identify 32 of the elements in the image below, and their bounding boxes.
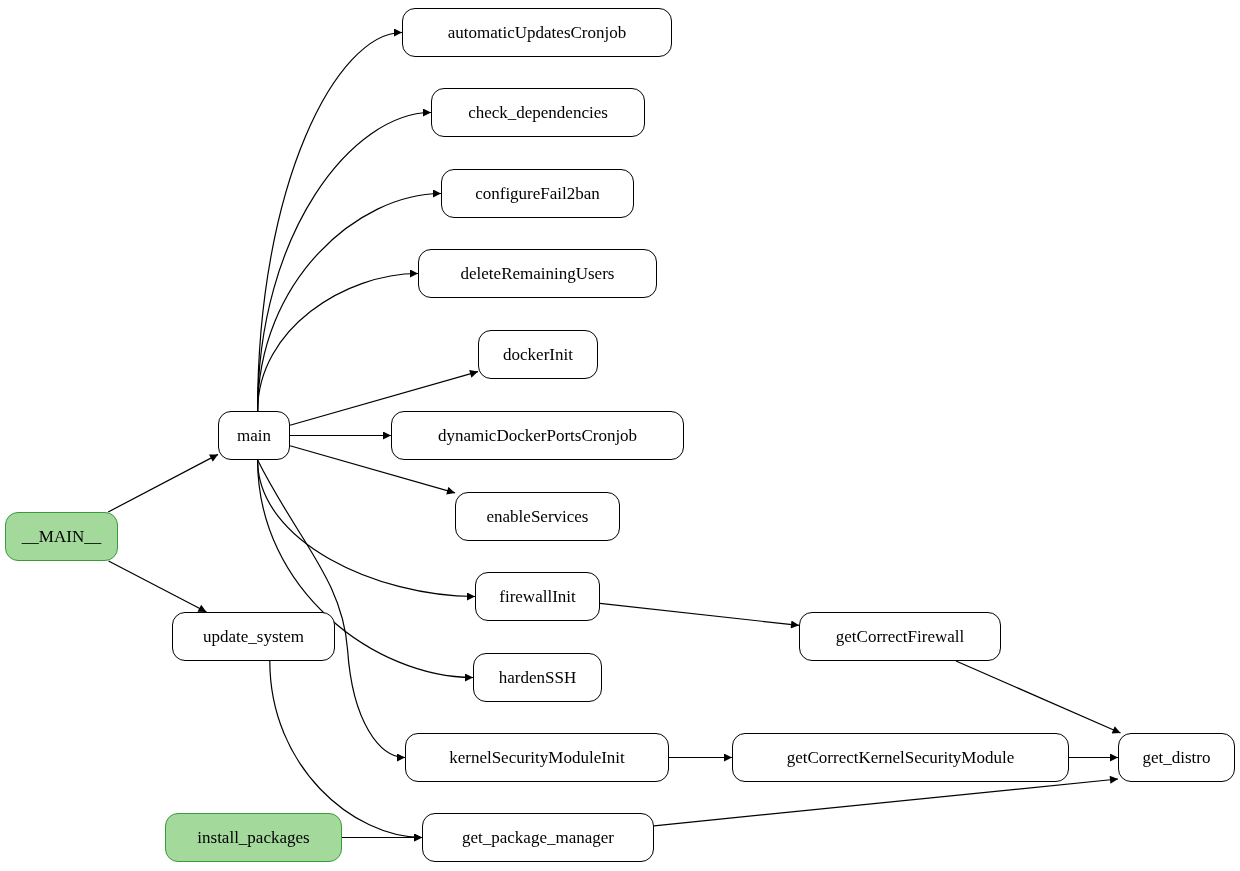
function-node: deleteRemainingUsers <box>418 249 657 298</box>
function-node: dynamicDockerPortsCronjob <box>391 411 684 460</box>
arrow <box>1068 753 1119 762</box>
function-node: dockerInit <box>478 330 598 379</box>
function-node: enableServices <box>455 492 620 541</box>
arrow <box>107 560 208 613</box>
arrow <box>289 445 456 495</box>
arrow <box>257 459 474 681</box>
function-node: get_package_manager <box>422 813 654 862</box>
function-node: get_distro <box>1118 733 1235 782</box>
function-node: kernelSecurityModuleInit <box>405 733 669 782</box>
function-node: update_system <box>172 612 335 661</box>
arrow <box>257 459 406 761</box>
arrow <box>289 431 392 440</box>
function-node: install_packages <box>165 813 342 862</box>
arrow <box>107 453 219 513</box>
arrow <box>653 775 1119 827</box>
function-node: hardenSSH <box>473 653 602 702</box>
arrow <box>341 833 423 842</box>
arrow <box>289 369 479 426</box>
function-node: check_dependencies <box>431 88 645 137</box>
function-node: firewallInit <box>475 572 600 621</box>
arrow <box>599 602 800 629</box>
function-node: configureFail2ban <box>441 169 634 218</box>
arrow <box>955 660 1122 734</box>
function-node: automaticUpdatesCronjob <box>402 8 672 57</box>
function-node: main <box>218 411 290 460</box>
function-node: getCorrectFirewall <box>799 612 1001 661</box>
function-node: getCorrectKernelSecurityModule <box>732 733 1069 782</box>
arrow <box>257 270 419 412</box>
function-node: __MAIN__ <box>5 512 118 561</box>
arrow <box>668 753 733 762</box>
